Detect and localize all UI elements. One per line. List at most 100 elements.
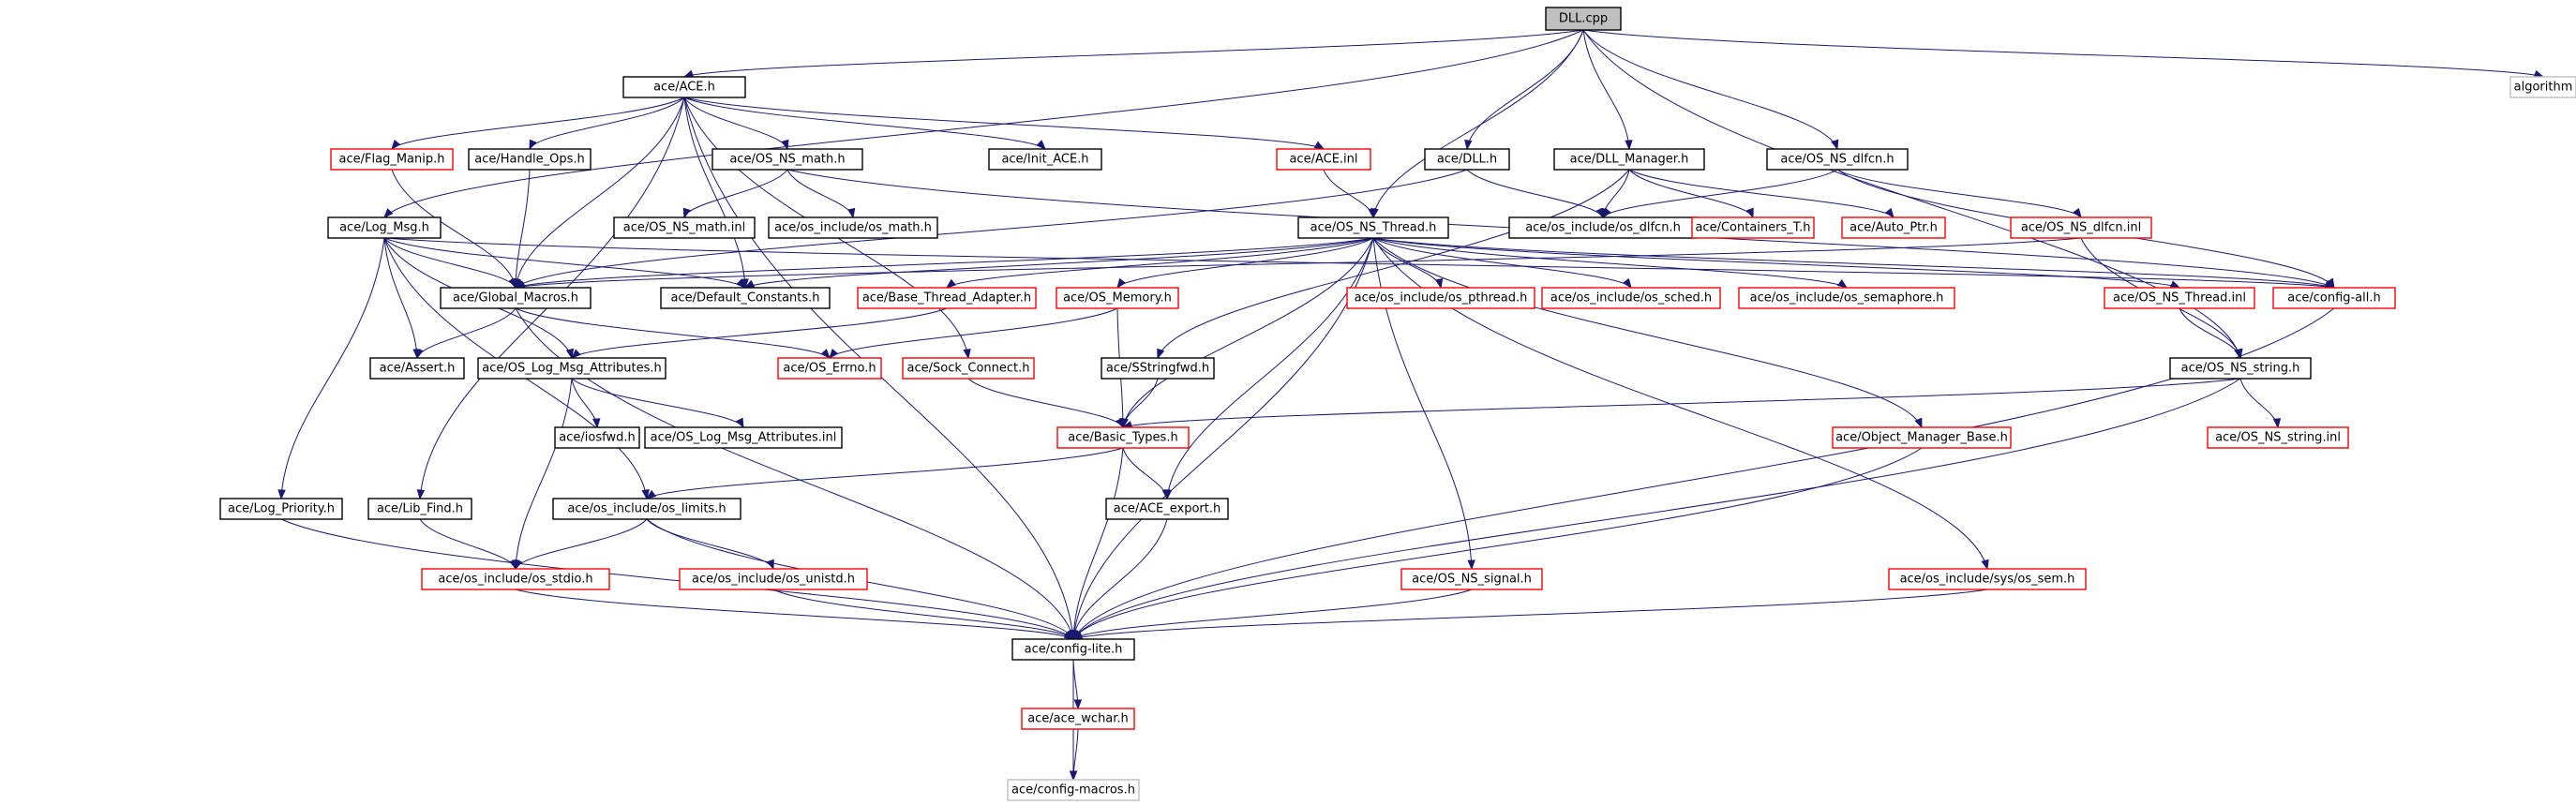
edge-line — [1072, 447, 1923, 640]
node-label: ace/Sock_Connect.h — [907, 362, 1030, 376]
edge-ace-inl-to-os-ns-thread-h — [1323, 169, 1376, 219]
node-box — [468, 148, 592, 171]
edge-os-ns-thread-h-to-os-sched — [1372, 237, 1632, 290]
node-config-lite[interactable]: ace/config-lite.h — [1011, 638, 1135, 661]
node-box — [1011, 638, 1135, 661]
node-assert-h[interactable]: ace/Assert.h — [369, 357, 465, 380]
edge-line — [529, 97, 685, 150]
edge-arrowhead — [1157, 348, 1165, 360]
edge-line — [1602, 169, 1838, 218]
edge-ace-h-to-ace-inl — [683, 97, 1325, 150]
node-global-macros[interactable]: ace/Global_Macros.h — [440, 287, 592, 309]
node-basic-types[interactable]: ace/Basic_Types.h — [1056, 426, 1190, 449]
node-ace-inl[interactable]: ace/ACE.inl — [1276, 148, 1371, 171]
node-config-all[interactable]: ace/config-all.h — [2272, 287, 2396, 309]
node-box — [679, 568, 868, 590]
edge-line — [280, 237, 385, 499]
node-label: ace/OS_NS_string.inl — [2215, 431, 2341, 445]
node-algorithm[interactable]: algorithm — [2509, 76, 2576, 98]
node-label: ace/Assert.h — [380, 362, 456, 376]
node-ace-h[interactable]: ace/ACE.h — [622, 76, 746, 98]
node-sock-connect[interactable]: ace/Sock_Connect.h — [902, 357, 1035, 380]
edge-dll-cpp-to-log-msg — [383, 29, 1584, 219]
node-box — [367, 498, 472, 520]
node-os-ns-string-h[interactable]: ace/OS_NS_string.h — [2169, 357, 2312, 380]
node-label: ace/Flag_Manip.h — [339, 153, 445, 167]
node-object-manager-base[interactable]: ace/Object_Manager_Base.h — [1832, 426, 2012, 449]
node-os-stdio[interactable]: ace/os_include/os_stdio.h — [421, 568, 610, 590]
node-handle-ops[interactable]: ace/Handle_Ops.h — [468, 148, 592, 171]
node-box — [330, 148, 454, 171]
node-os-errno[interactable]: ace/OS_Errno.h — [777, 357, 882, 380]
node-label: ace/Init_ACE.h — [1001, 153, 1088, 167]
node-containers-t[interactable]: ace/Containers_T.h — [1691, 216, 1815, 239]
node-os-sem[interactable]: ace/os_include/sys/os_sem.h — [1888, 568, 2087, 590]
node-ace-wchar[interactable]: ace/ace_wchar.h — [1021, 708, 1135, 730]
node-box — [857, 287, 1037, 309]
node-dll-h[interactable]: ace/DLL.h — [1424, 148, 1510, 171]
node-box — [988, 148, 1102, 171]
node-os-ns-math-inl[interactable]: ace/OS_NS_math.inl — [613, 216, 756, 239]
node-dll-manager[interactable]: ace/DLL_Manager.h — [1553, 148, 1705, 171]
edge-ace-h-to-os-ns-math-h — [683, 97, 789, 151]
edge-arrowhead — [963, 348, 971, 360]
node-os-log-msg-attr-inl[interactable]: ace/OS_Log_Msg_Attributes.inl — [644, 426, 843, 449]
edge-arrowhead — [570, 349, 581, 359]
node-log-msg[interactable]: ace/Log_Msg.h — [327, 216, 442, 239]
edge-object-manager-base-to-config-lite — [1072, 447, 1923, 641]
edge-dll-cpp-to-os-ns-thread-h — [1370, 29, 1584, 219]
node-os-ns-thread-inl[interactable]: ace/OS_NS_Thread.inl — [2104, 287, 2255, 309]
node-ace-export[interactable]: ace/ACE_export.h — [1105, 498, 1229, 520]
node-box — [369, 357, 465, 380]
node-os-ns-dlfcn-h[interactable]: ace/OS_NS_dlfcn.h — [1766, 148, 1909, 171]
node-box — [1541, 287, 1721, 309]
node-os-ns-dlfcn-inl[interactable]: ace/OS_NS_dlfcn.inl — [2010, 216, 2152, 239]
edge-line — [683, 97, 1325, 150]
node-os-ns-signal[interactable]: ace/OS_NS_signal.h — [1400, 568, 1543, 590]
node-auto-ptr[interactable]: ace/Auto_Ptr.h — [1841, 216, 1946, 239]
edge-arrowhead — [735, 417, 744, 429]
edge-os-ns-dlfcn-h-to-os-ns-dlfcn-inl — [1836, 169, 2082, 219]
node-iosfwd[interactable]: ace/iosfwd.h — [554, 426, 640, 449]
node-os-limits[interactable]: ace/os_include/os_limits.h — [552, 498, 741, 520]
node-label: ace/Default_Constants.h — [670, 291, 819, 306]
node-log-priority[interactable]: ace/Log_Priority.h — [219, 498, 343, 520]
node-box — [1056, 287, 1179, 309]
node-os-ns-thread-h[interactable]: ace/OS_NS_Thread.h — [1297, 216, 1449, 239]
node-config-macros[interactable]: ace/config-macros.h — [1007, 779, 1140, 801]
node-flag-manip[interactable]: ace/Flag_Manip.h — [330, 148, 454, 171]
node-box — [552, 498, 741, 520]
edge-log-msg-to-global-macros — [383, 237, 517, 290]
node-label: ace/os_include/os_math.h — [774, 221, 932, 235]
node-box — [1841, 216, 1946, 239]
node-os-math[interactable]: ace/os_include/os_math.h — [768, 216, 938, 239]
node-os-memory[interactable]: ace/OS_Memory.h — [1056, 287, 1179, 309]
node-os-sched[interactable]: ace/os_include/os_sched.h — [1541, 287, 1721, 309]
edge-os-ns-thread-h-to-config-all — [1372, 237, 2336, 289]
node-base-thread-adapter[interactable]: ace/Base_Thread_Adapter.h — [857, 287, 1037, 309]
edge-line — [515, 307, 831, 359]
node-os-pthread[interactable]: ace/os_include/os_pthread.h — [1346, 287, 1535, 309]
node-os-ns-math-h[interactable]: ace/OS_NS_math.h — [711, 148, 863, 171]
node-default-constants[interactable]: ace/Default_Constants.h — [660, 287, 831, 309]
node-label: ace/Handle_Ops.h — [474, 153, 584, 167]
node-lib-find[interactable]: ace/Lib_Find.h — [367, 498, 472, 520]
node-os-dlfcn[interactable]: ace/os_include/os_dlfcn.h — [1508, 216, 1698, 239]
node-label: ace/ACE_export.h — [1114, 502, 1221, 516]
node-os-semaphore[interactable]: ace/os_include/os_semaphore.h — [1738, 287, 1955, 309]
node-label: ace/ACE.inl — [1289, 153, 1357, 167]
node-os-unistd[interactable]: ace/os_include/os_unistd.h — [679, 568, 868, 590]
node-init-ace[interactable]: ace/Init_ACE.h — [988, 148, 1102, 171]
node-label: ace/os_include/os_sched.h — [1550, 291, 1712, 306]
node-box — [1021, 708, 1135, 730]
edge-line — [515, 518, 648, 570]
edge-arrowhead — [1622, 277, 1632, 290]
node-sstringfwd[interactable]: ace/SStringfwd.h — [1101, 357, 1215, 380]
edge-os-ns-string-h-to-basic-types — [1121, 378, 2241, 429]
node-os-log-msg-attr-h[interactable]: ace/OS_Log_Msg_Attributes.h — [477, 357, 666, 380]
node-dll-cpp[interactable]: DLL.cpp — [1545, 7, 1622, 31]
node-os-ns-string-inl[interactable]: ace/OS_NS_string.inl — [2207, 426, 2349, 449]
node-box — [327, 216, 442, 239]
edge-log-msg-to-assert-h — [383, 237, 421, 360]
edge-arrowhead — [1602, 207, 1611, 219]
